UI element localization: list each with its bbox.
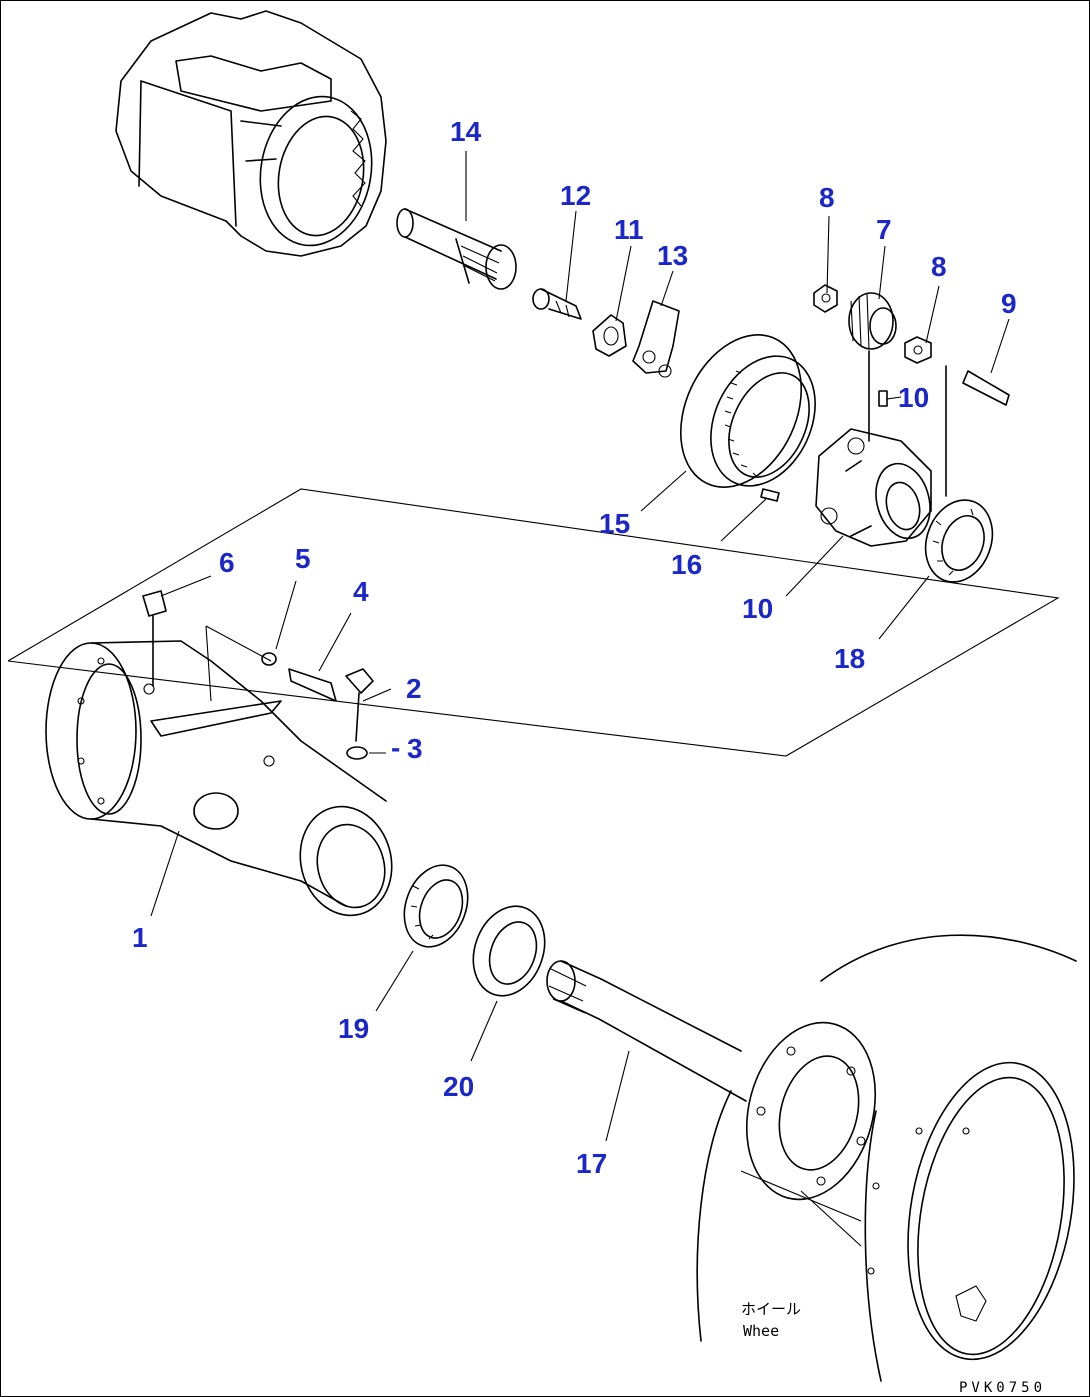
- callout-21: 20: [443, 1071, 474, 1102]
- part-5-washer: [261, 652, 277, 666]
- wheel-label-en: Whee: [743, 1322, 779, 1340]
- part-11-diff-case: [815, 428, 932, 547]
- callout-19: 18: [834, 643, 865, 674]
- part-8b-nut: [904, 336, 932, 364]
- part-10-pin: [878, 390, 888, 407]
- part-1-axle-housing: [45, 640, 393, 917]
- part-15-shaft: [396, 208, 517, 290]
- callout-13: 12: [560, 180, 591, 211]
- callout-8b: 8: [931, 251, 947, 282]
- callout-10: 10: [898, 382, 929, 413]
- callout-9: 9: [1001, 288, 1017, 319]
- part-17-pin: [760, 488, 780, 502]
- drawing-code: PVK0750: [959, 1380, 1046, 1396]
- part-14-lockplate: [632, 300, 680, 378]
- callout-1: 1: [132, 922, 148, 953]
- callout-17: 16: [671, 549, 702, 580]
- part-18-axle-shaft: [546, 960, 877, 1201]
- callout-15: 14: [450, 116, 482, 147]
- differential-housing: [115, 10, 387, 257]
- callout-6: 6: [219, 547, 235, 578]
- part-13-bolt: [532, 288, 582, 320]
- part-9-shaft: [945, 365, 1010, 497]
- callout-16: 15: [599, 508, 630, 539]
- part-21-seal: [472, 905, 546, 997]
- part-19-bearing: [924, 499, 994, 583]
- callout-3-dash: -: [391, 732, 400, 763]
- part-12-washer: [592, 314, 627, 357]
- leader-lines: [150, 151, 1010, 1142]
- callout-7: 7: [876, 214, 892, 245]
- part-20-bearing: [403, 864, 469, 948]
- part-8a-nut: [813, 284, 838, 313]
- callout-5: 5: [295, 543, 311, 574]
- callout-14: 13: [657, 240, 688, 271]
- part-3-oring: [346, 746, 368, 760]
- callout-12: 11: [614, 214, 644, 245]
- wheel: [696, 934, 1077, 1382]
- leader-construction: [205, 625, 272, 702]
- callout-20: 19: [338, 1013, 369, 1044]
- part-6-plug: [142, 590, 167, 687]
- callout-11: 10: [742, 593, 773, 624]
- part-2-breather: [345, 668, 374, 742]
- callout-18: 17: [576, 1148, 607, 1179]
- callout-labels: 14 12 11 13 8 7 8 9 10 15 16 10 18 6 5 4…: [132, 116, 1017, 1179]
- part-16-ring-gear: [679, 334, 816, 488]
- callout-8a: 8: [819, 182, 835, 213]
- callout-4: 4: [353, 576, 369, 607]
- explode-plane: [7, 488, 1060, 757]
- callout-2: 2: [406, 673, 422, 704]
- callout-3: 3: [407, 733, 423, 764]
- part-4-bolt: [288, 668, 337, 702]
- part-7-pinion-gear: [848, 292, 897, 442]
- wheel-label-jp: ホイール: [741, 1300, 801, 1318]
